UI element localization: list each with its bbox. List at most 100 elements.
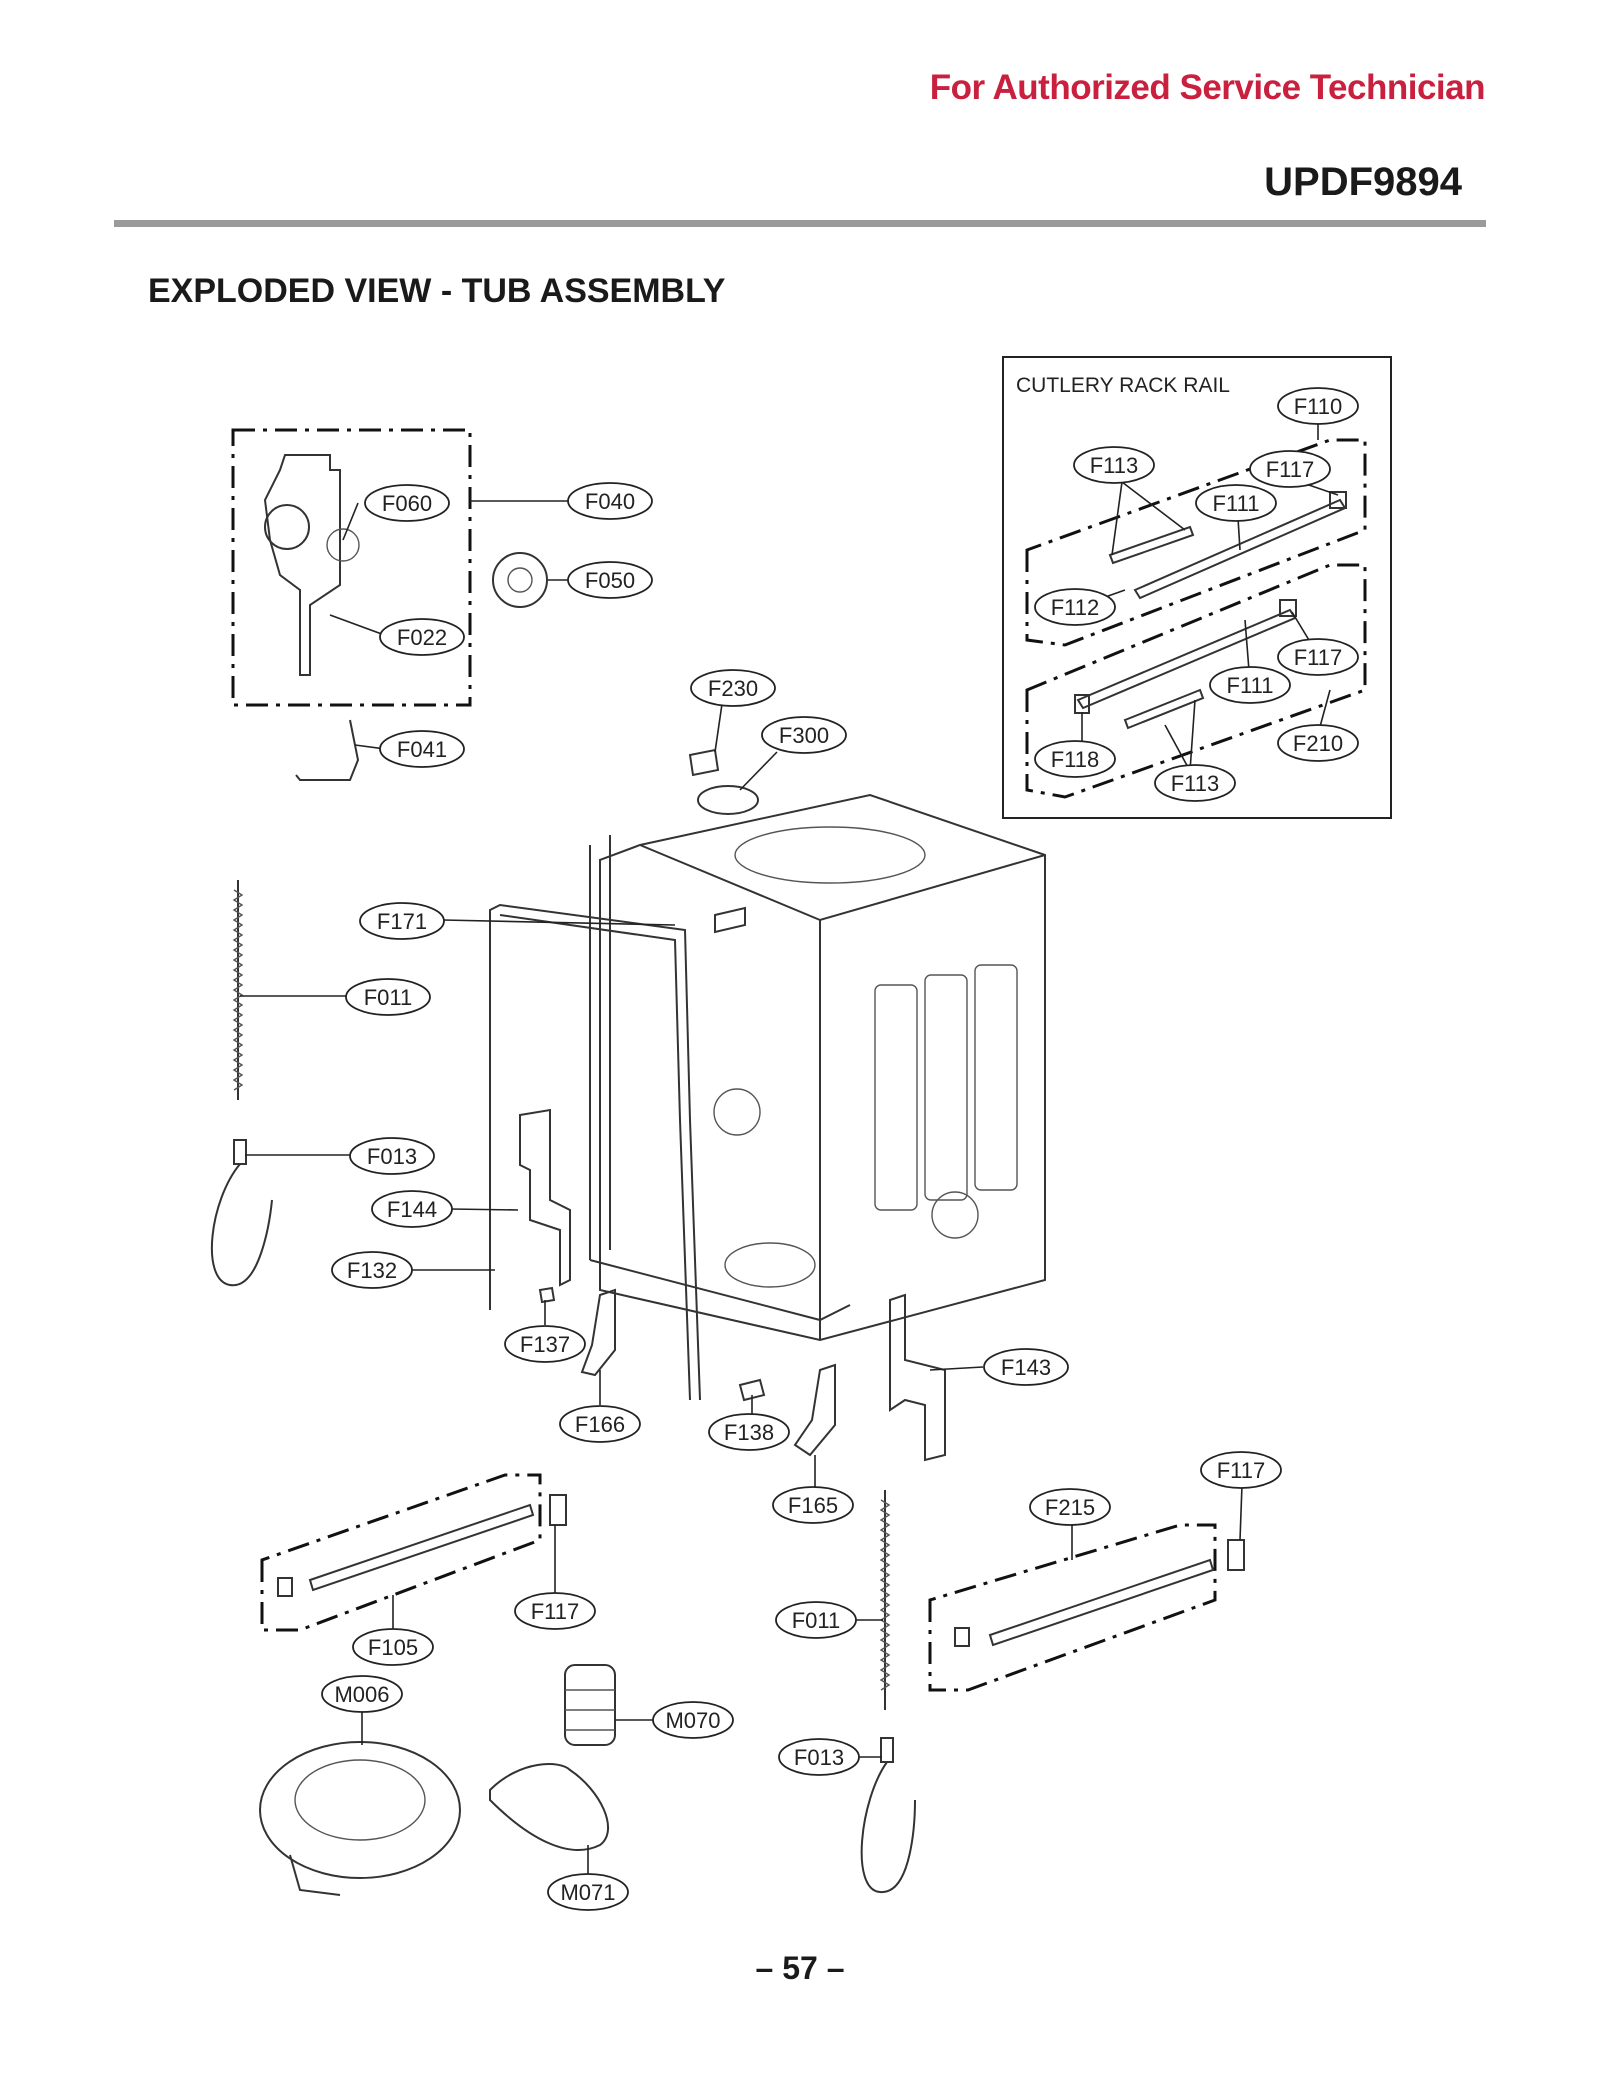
svg-text:F050: F050 <box>585 568 635 593</box>
svg-text:F210: F210 <box>1293 731 1343 756</box>
svg-text:F118: F118 <box>1051 747 1100 772</box>
spring-cable-left <box>210 880 273 1287</box>
callout-f040: F040 <box>567 482 653 520</box>
svg-text:F230: F230 <box>708 676 758 701</box>
cutlery-rack-rail-inset: CUTLERY RACK RAIL <box>1002 356 1392 819</box>
svg-text:F138: F138 <box>724 1420 774 1445</box>
tub-body <box>589 793 1046 1342</box>
filter-m070 <box>564 1664 616 1746</box>
cover-f230 <box>714 906 746 934</box>
svg-text:F111: F111 <box>1213 491 1260 516</box>
callout-f110: F110 <box>1277 387 1359 425</box>
callout-f300: F300 <box>761 716 847 754</box>
roller-f113-lower <box>1123 688 1205 730</box>
svg-text:F112: F112 <box>1051 595 1100 620</box>
side-panel-rib-1 <box>874 984 918 1211</box>
cable-f013-left <box>210 1163 273 1287</box>
callout-m006: M006 <box>321 1675 403 1713</box>
svg-text:M070: M070 <box>665 1708 720 1733</box>
hose-f041 <box>295 719 360 781</box>
side-panel-rib-3 <box>974 964 1018 1191</box>
rail-f105 <box>308 1503 535 1592</box>
callout-f144: F144 <box>371 1190 453 1228</box>
end-cap-f117-upper <box>1329 491 1347 509</box>
tub-frame-base <box>589 1259 851 1322</box>
end-cap-f105 <box>277 1577 293 1597</box>
callout-f118: F118 <box>1034 740 1116 778</box>
cap-f050 <box>492 552 548 608</box>
svg-text:F105: F105 <box>368 1635 418 1660</box>
callout-f117-right: F117 <box>1200 1451 1282 1489</box>
gasket-f060 <box>326 528 360 562</box>
callout-m071: M071 <box>547 1873 629 1911</box>
roller-f113-upper <box>1108 525 1195 565</box>
svg-text:F060: F060 <box>382 491 432 516</box>
clip-f137 <box>538 1286 556 1304</box>
tub-outline <box>599 793 1046 1342</box>
svg-text:F166: F166 <box>575 1412 625 1437</box>
hinge-cover-f165 <box>793 1363 836 1457</box>
sump-opening <box>724 1242 816 1288</box>
upper-rail-outline <box>1025 438 1367 647</box>
svg-text:F011: F011 <box>364 985 413 1010</box>
end-cap-f215 <box>954 1627 970 1647</box>
callout-f113-upper: F113 <box>1073 446 1155 484</box>
callout-f117-upper: F117 <box>1249 450 1331 488</box>
callout-f013-right: F013 <box>778 1738 860 1776</box>
svg-text:F171: F171 <box>377 909 427 934</box>
callout-f165: F165 <box>772 1486 854 1524</box>
end-cap-f117-right <box>1227 1539 1245 1571</box>
vent-bracket-f040 <box>263 454 341 676</box>
page-number: – 57 – <box>755 1950 845 1986</box>
svg-text:F011: F011 <box>792 1608 841 1633</box>
svg-text:F132: F132 <box>347 1258 397 1283</box>
svg-text:F165: F165 <box>788 1493 838 1518</box>
svg-text:F300: F300 <box>779 723 829 748</box>
callout-f111-lower: F111 <box>1209 666 1291 704</box>
hinge-bracket-f143 <box>889 1293 946 1462</box>
callout-f215: F215 <box>1029 1488 1111 1526</box>
filter-m071 <box>489 1763 610 1851</box>
callout-f132: F132 <box>331 1251 413 1289</box>
air-guide-outline <box>231 428 472 707</box>
svg-text:F013: F013 <box>367 1144 417 1169</box>
callout-f143: F143 <box>983 1348 1069 1386</box>
callout-f166: F166 <box>559 1405 641 1443</box>
cable-clip-f013-left <box>233 1139 247 1165</box>
callout-f117-left: F117 <box>514 1592 596 1630</box>
cover-f300 <box>697 785 759 815</box>
side-panel-rib-2 <box>924 974 968 1201</box>
svg-text:F013: F013 <box>794 1745 844 1770</box>
callout-f105: F105 <box>352 1628 434 1666</box>
end-cap-f117-left <box>549 1494 567 1526</box>
inset-title: CUTLERY RACK RAIL <box>1016 374 1230 397</box>
lower-rail-left-outline <box>260 1473 542 1632</box>
callout-f137: F137 <box>504 1325 586 1363</box>
callout-m070: M070 <box>652 1701 734 1739</box>
svg-text:F117: F117 <box>1217 1458 1266 1483</box>
lower-rail-right <box>928 1523 1245 1692</box>
hinge-bracket-f144 <box>519 1108 571 1287</box>
svg-text:F113: F113 <box>1090 453 1139 478</box>
cable-clip-f013-right <box>880 1737 894 1763</box>
vent-opening <box>264 504 310 550</box>
callout-f113-lower: F113 <box>1154 764 1236 802</box>
callout-f111-upper: F111 <box>1195 484 1277 522</box>
svg-text:F143: F143 <box>1001 1355 1051 1380</box>
lower-rail-right-outline <box>928 1523 1217 1692</box>
svg-text:F144: F144 <box>387 1197 437 1222</box>
sump-parts <box>259 1664 616 1896</box>
callout-f210: F210 <box>1277 724 1359 762</box>
svg-text:F117: F117 <box>1266 457 1315 482</box>
lower-rail-outline <box>1025 563 1367 799</box>
inset-frame <box>1002 356 1392 819</box>
callout-f171: F171 <box>359 902 445 940</box>
model-number: UPDF9894 <box>1264 160 1462 204</box>
clip-f138 <box>738 1378 766 1402</box>
callout-f112: F112 <box>1034 588 1116 626</box>
lower-rail-left <box>260 1473 567 1632</box>
svg-text:F041: F041 <box>397 737 447 762</box>
svg-text:F040: F040 <box>585 489 635 514</box>
side-port <box>931 1191 979 1239</box>
svg-text:F137: F137 <box>520 1332 570 1357</box>
